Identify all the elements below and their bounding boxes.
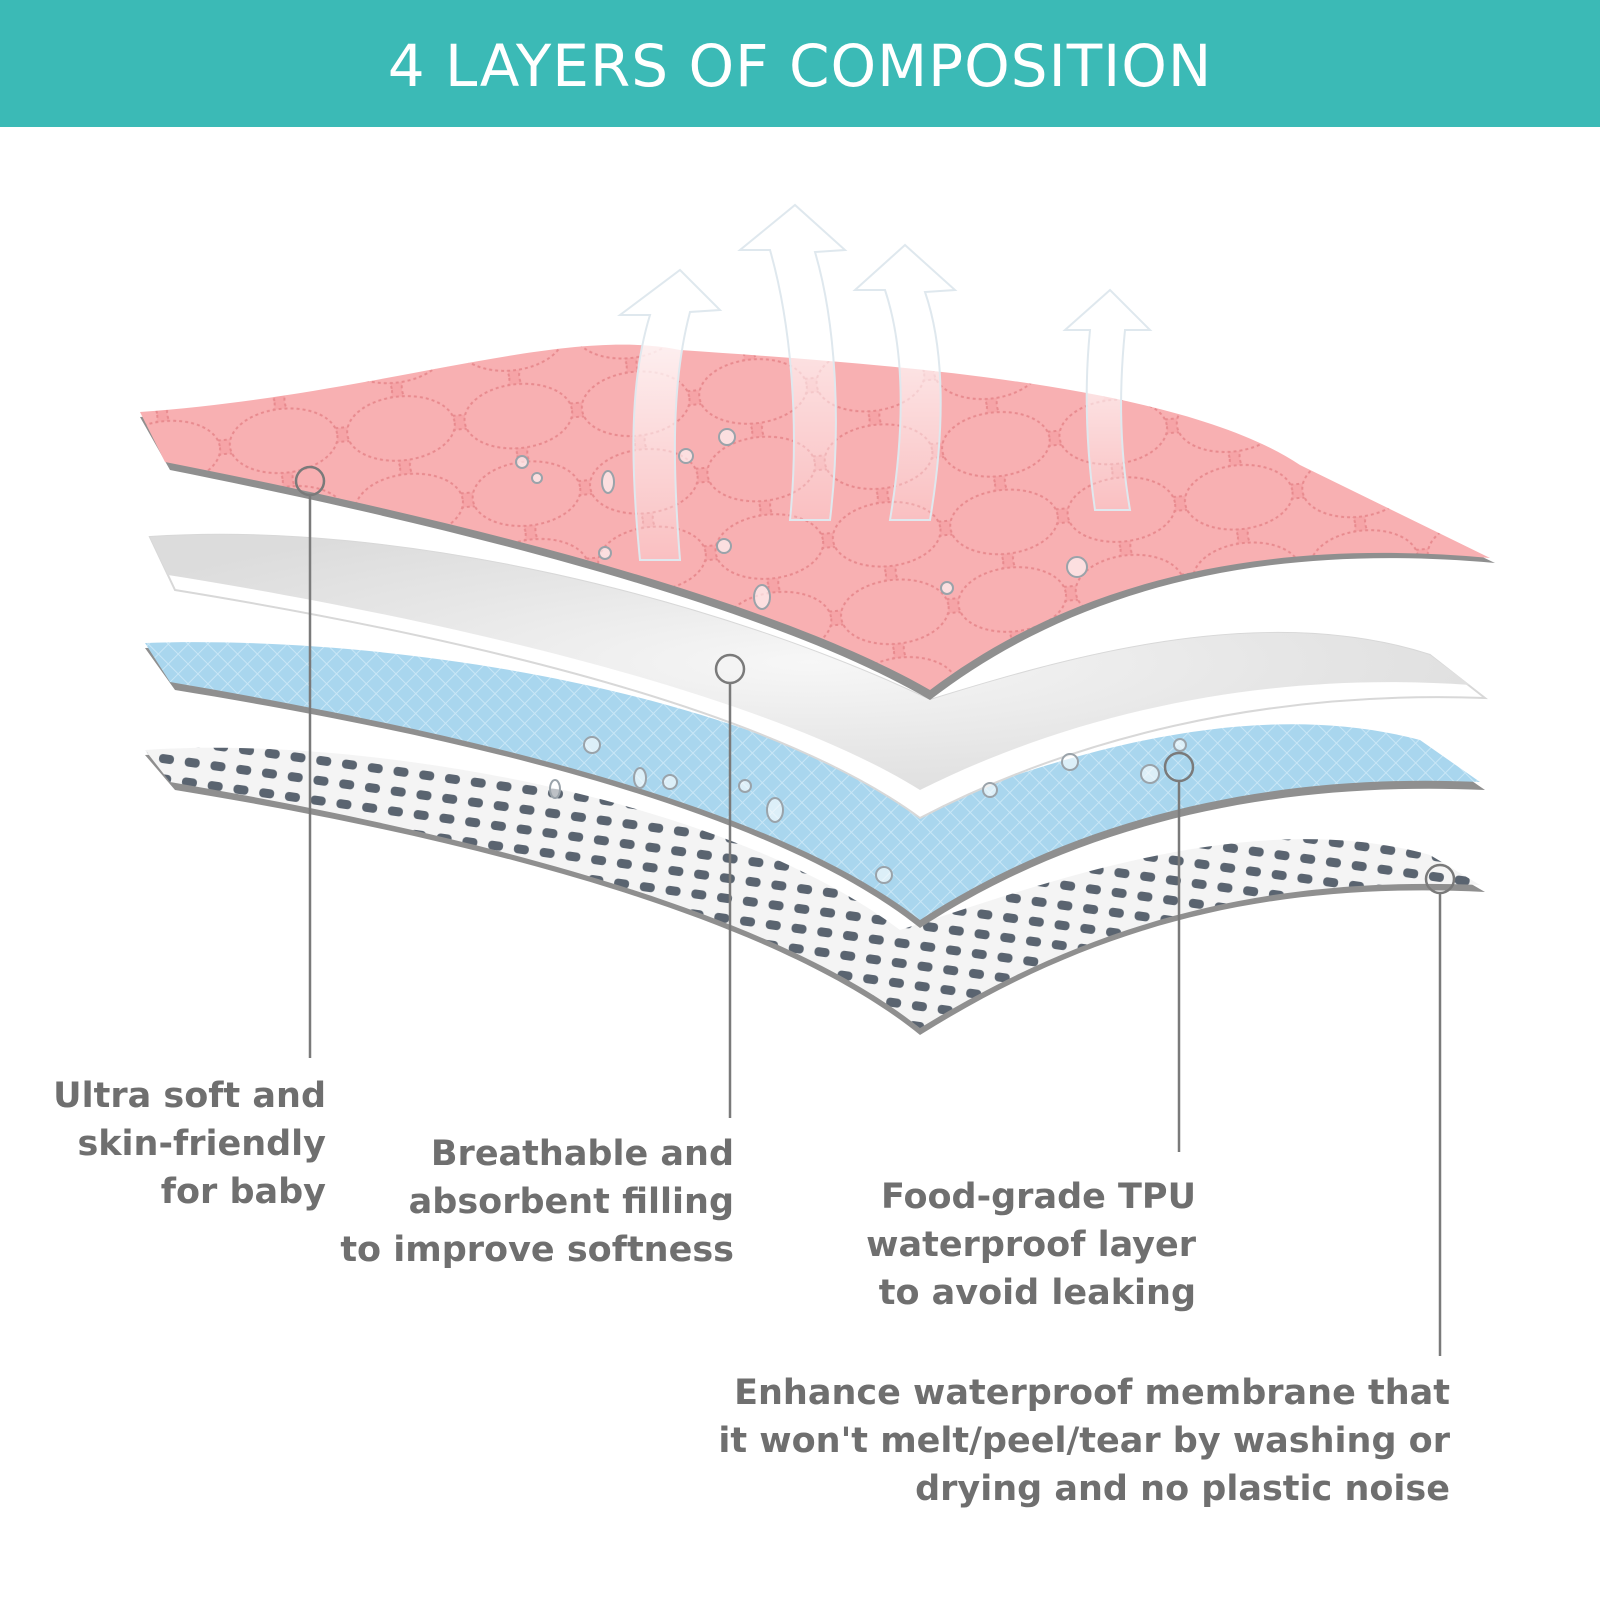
water-droplet-icon [718, 428, 736, 446]
caption-line: it won't melt/peel/tear by washing or [718, 1421, 1450, 1461]
water-droplet-icon [598, 546, 612, 560]
caption-line: for baby [160, 1172, 326, 1212]
water-droplet-icon [662, 774, 678, 790]
water-droplet-icon [875, 866, 893, 884]
caption-line: Enhance waterproof membrane that [734, 1373, 1450, 1413]
water-droplet-icon [766, 797, 784, 823]
water-droplet-icon [633, 767, 647, 789]
caption-line: to avoid leaking [878, 1273, 1196, 1313]
water-droplet-icon [583, 736, 601, 754]
water-droplet-icon [678, 448, 694, 464]
breathability-arrow-icon [737, 203, 848, 521]
water-droplets [515, 428, 1187, 884]
breathability-arrow-icon [617, 268, 723, 561]
caption-line: drying and no plastic noise [915, 1469, 1450, 1509]
caption-tpu-layer: Food-grade TPU waterproof layer to avoid… [866, 1173, 1196, 1317]
water-droplet-icon [716, 538, 732, 554]
page-title: 4 LAYERS OF COMPOSITION [387, 31, 1213, 100]
caption-membrane: Enhance waterproof membrane that it won'… [718, 1369, 1450, 1513]
water-droplet-icon [601, 470, 615, 494]
water-droplet-icon [531, 472, 543, 484]
breathability-arrow-icon [852, 243, 958, 521]
caption-line: to improve softness [340, 1230, 734, 1270]
caption-top-fabric: Ultra soft and skin-friendly for baby [53, 1072, 326, 1216]
caption-absorbent-filling: Breathable and absorbent filling to impr… [340, 1130, 734, 1274]
breathability-arrows [617, 203, 1153, 561]
leader-tpu [1163, 751, 1195, 1152]
filling-layer [148, 533, 1489, 820]
caption-line: waterproof layer [866, 1225, 1196, 1265]
breathability-arrow-icon [1062, 288, 1153, 511]
title-banner: 4 LAYERS OF COMPOSITION [0, 0, 1600, 127]
leader-filling [714, 653, 746, 1118]
water-droplet-icon [1140, 764, 1160, 784]
leader-membrane [1424, 863, 1456, 1356]
water-droplet-icon [753, 584, 771, 610]
leader-top-fabric [294, 465, 326, 1058]
caption-line: absorbent filling [408, 1182, 734, 1222]
tpu-layer [145, 642, 1485, 928]
membrane-layer [145, 747, 1485, 1035]
caption-line: Food-grade TPU [880, 1177, 1196, 1217]
caption-line: Ultra soft and [53, 1076, 326, 1116]
water-droplet-icon [549, 779, 561, 799]
water-droplet-icon [738, 779, 752, 793]
water-droplet-icon [515, 455, 529, 469]
water-droplet-icon [1066, 556, 1088, 578]
water-droplet-icon [940, 581, 954, 595]
water-droplet-icon [1173, 738, 1187, 752]
caption-line: Breathable and [430, 1134, 734, 1174]
water-droplet-icon [1061, 753, 1079, 771]
water-droplet-icon [982, 782, 998, 798]
leader-lines [294, 465, 1456, 1356]
caption-line: skin-friendly [77, 1124, 326, 1164]
